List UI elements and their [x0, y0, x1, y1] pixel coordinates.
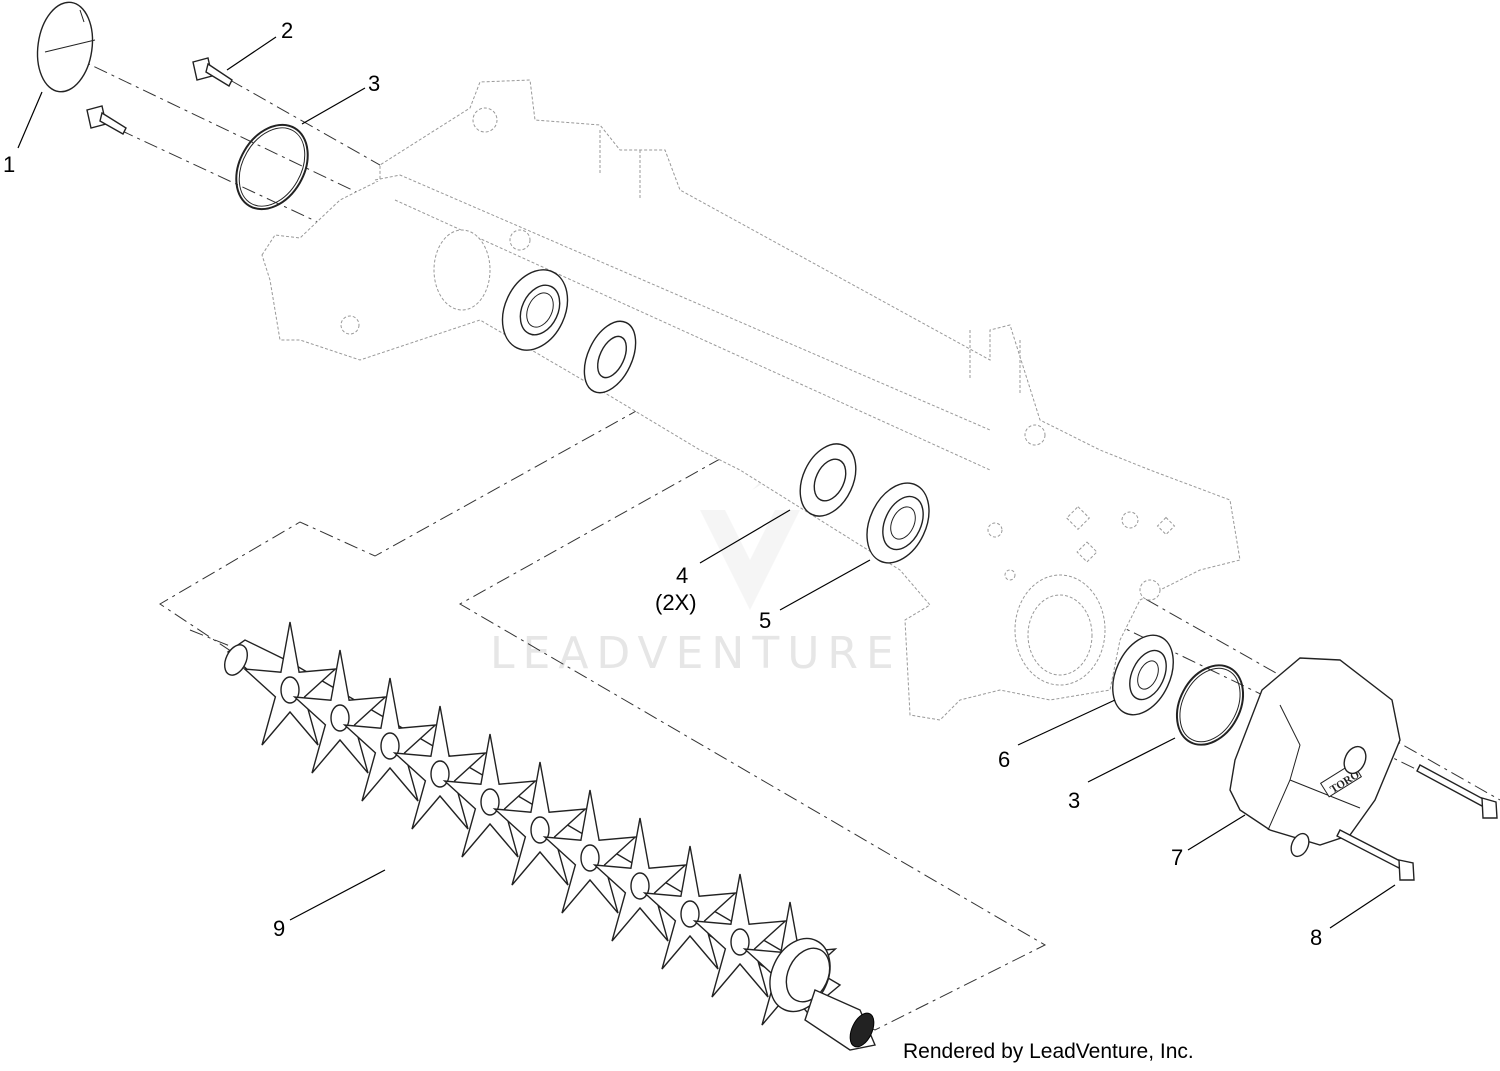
- cover-bolt-lower-part: [1336, 829, 1415, 881]
- callout-2: 2: [281, 18, 293, 43]
- bolt-part-lower: [86, 105, 127, 135]
- callout-4: 4: [676, 563, 688, 588]
- callout-9: 9: [273, 916, 285, 941]
- callout-3-lower: 3: [1068, 788, 1080, 813]
- sealed-bearing-part: [1112, 634, 1174, 716]
- watermark-text: LEADVENTURE: [490, 628, 902, 679]
- callouts: 1 2 3 4 (2X) 5 6 3 7 8 9: [3, 18, 1322, 950]
- callout-1: 1: [3, 152, 15, 177]
- seal-left-part: [583, 320, 637, 394]
- callout-3-upper: 3: [368, 71, 380, 96]
- callout-8: 8: [1310, 925, 1322, 950]
- bolt-part-upper: [192, 57, 233, 87]
- callout-6: 6: [998, 747, 1010, 772]
- housing-frame: [261, 79, 1241, 721]
- cover-bolt-upper-part: [1416, 764, 1498, 819]
- leader-lines: [17, 36, 1396, 929]
- cover-part: TORO: [1229, 657, 1401, 858]
- callout-5: 5: [759, 608, 771, 633]
- o-ring-upper-part: [235, 123, 309, 211]
- bearing-left-part: [501, 269, 569, 351]
- cap-part: [36, 1, 96, 93]
- callout-4-quantity: (2X): [655, 590, 697, 615]
- callout-7: 7: [1171, 845, 1183, 870]
- tine-shaft-part: [223, 621, 876, 1051]
- o-ring-lower-part: [1175, 664, 1245, 746]
- seal-part: [799, 443, 857, 517]
- bearing-part: [866, 482, 930, 564]
- render-credit: Rendered by LeadVenture, Inc.: [903, 1040, 1194, 1063]
